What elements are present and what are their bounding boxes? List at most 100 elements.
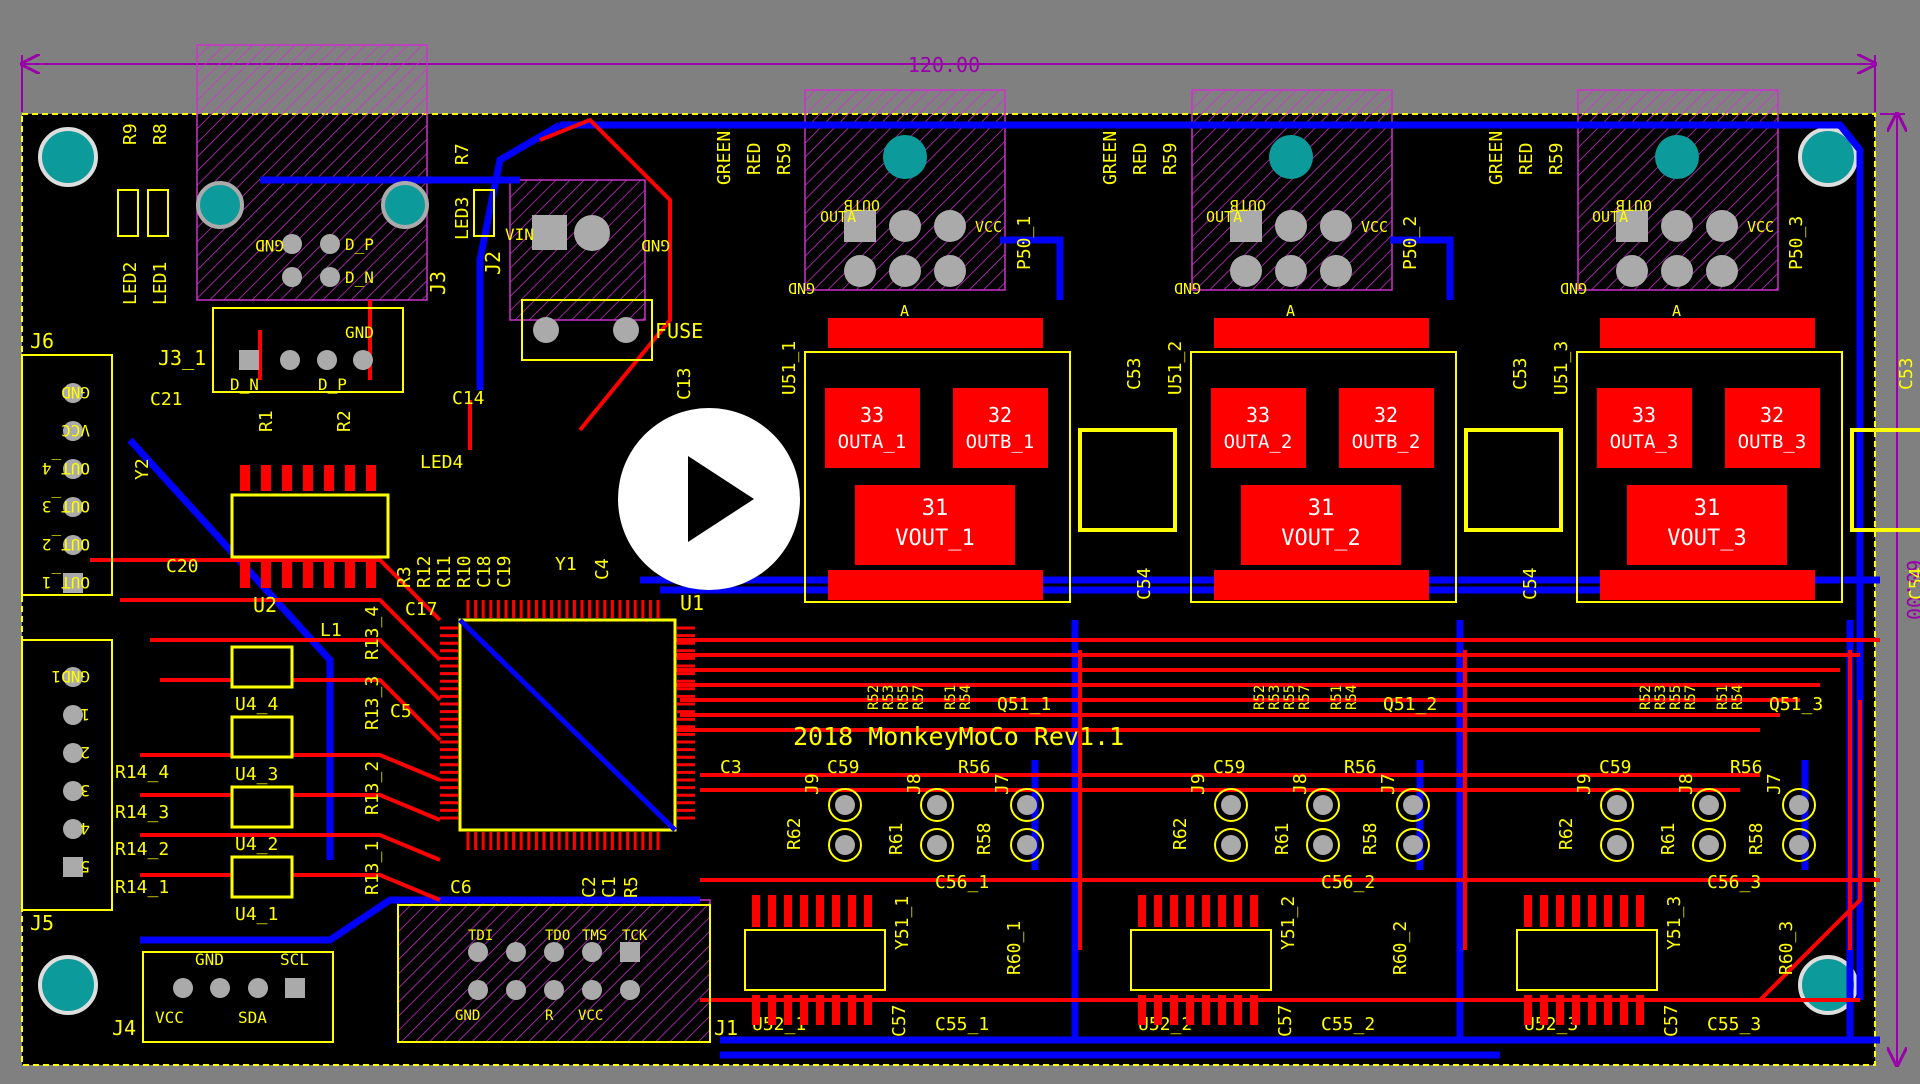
label-c56: C56_2 bbox=[1321, 872, 1375, 893]
pad-label-vout: VOUT_2 bbox=[1281, 526, 1360, 551]
label-r60: R60_2 bbox=[1390, 921, 1411, 975]
label-outa: OUTA bbox=[820, 208, 856, 226]
label-c17: C17 bbox=[405, 599, 438, 620]
header-pad bbox=[844, 255, 876, 287]
label-c6: C6 bbox=[450, 877, 472, 898]
pad-label-outb: OUTB_1 bbox=[966, 431, 1035, 453]
jumper-outline bbox=[1782, 788, 1816, 822]
u52-pin bbox=[1524, 995, 1532, 1025]
top-copper-traces bbox=[90, 117, 1880, 1002]
label-l1: L1 bbox=[320, 620, 342, 641]
u52-pin bbox=[1540, 995, 1548, 1025]
jumper-pad bbox=[1403, 835, 1423, 855]
jumper-outline bbox=[1600, 788, 1634, 822]
u52-pin bbox=[1202, 895, 1210, 927]
label-p50: P50_2 bbox=[1400, 216, 1421, 270]
pad-label-outa: OUTA_3 bbox=[1610, 431, 1679, 453]
label-outa: OUTA bbox=[1592, 208, 1628, 226]
mount-pad bbox=[1655, 135, 1699, 179]
jumper-outline bbox=[1396, 788, 1430, 822]
jumper-pad bbox=[1607, 835, 1627, 855]
jumper-outline bbox=[828, 828, 862, 862]
connector-j2: GND VIN J2 bbox=[481, 215, 670, 275]
label-c53: C53 bbox=[1896, 357, 1917, 390]
label-r52: R52 bbox=[1252, 685, 1268, 710]
label-c53: C53 bbox=[1124, 357, 1145, 390]
u52-pin bbox=[848, 995, 856, 1025]
u52-pin bbox=[752, 995, 760, 1025]
label-gnd: GND bbox=[1560, 279, 1587, 297]
label-c55: C55_3 bbox=[1707, 1014, 1761, 1035]
label-r54: R54 bbox=[1730, 685, 1746, 710]
pad-label-vout: VOUT_1 bbox=[895, 526, 974, 551]
j5-pin-label: GND1 bbox=[51, 667, 90, 686]
label-r55: R55 bbox=[1282, 685, 1298, 710]
label-vcc: VCC bbox=[975, 218, 1002, 236]
label-r14-1: R14_1 bbox=[115, 877, 169, 898]
label-c53: C53 bbox=[1510, 357, 1531, 390]
dimension-height: 60.00 bbox=[1880, 114, 1920, 1065]
jumper-pad bbox=[927, 795, 947, 815]
label-c13: C13 bbox=[674, 367, 695, 400]
label-j8: J8 bbox=[1290, 773, 1311, 795]
u52-pin bbox=[832, 995, 840, 1025]
header-pad bbox=[1616, 210, 1648, 242]
u52-outline bbox=[1130, 929, 1272, 991]
jumper-pad bbox=[1017, 795, 1037, 815]
u52-pin bbox=[1218, 995, 1226, 1025]
label-p50: P50_1 bbox=[1014, 216, 1035, 270]
jumper-pad bbox=[1699, 835, 1719, 855]
label-r51: R51 bbox=[943, 685, 959, 710]
u52-pin bbox=[752, 895, 760, 927]
label-r56: R56 bbox=[958, 757, 991, 778]
label-r61: R61 bbox=[886, 822, 907, 855]
connector-j3-1: GND D_N D_P J3_1 bbox=[158, 307, 404, 394]
label-j3: J3 bbox=[426, 271, 450, 295]
cap-outline bbox=[1850, 428, 1920, 532]
u52-pin bbox=[1186, 895, 1194, 927]
label-a: A bbox=[900, 302, 909, 320]
play-button[interactable] bbox=[618, 408, 800, 590]
j6-pin-label: OUT_3 bbox=[42, 497, 90, 516]
u52-pin bbox=[1234, 895, 1242, 927]
j6-pin-label: OUT_1 bbox=[42, 573, 90, 592]
driver-pins-bottom bbox=[1214, 570, 1429, 600]
label-j7: J7 bbox=[992, 773, 1013, 795]
label-c54: C54 bbox=[1906, 567, 1920, 600]
label-u52: U52_2 bbox=[1138, 1014, 1192, 1035]
label-j2-gnd: GND bbox=[641, 236, 670, 255]
label-j5: J5 bbox=[30, 911, 54, 935]
cap-outline bbox=[1464, 428, 1563, 532]
label-q51: Q51_3 bbox=[1769, 694, 1823, 715]
label-j1-tms: TMS bbox=[582, 928, 607, 944]
play-icon bbox=[688, 456, 754, 542]
label-outa: OUTA bbox=[1206, 208, 1242, 226]
label-c56: C56_3 bbox=[1707, 872, 1761, 893]
u52-pin bbox=[848, 895, 856, 927]
pad-number-32: 32 bbox=[1374, 403, 1398, 427]
u52-pin bbox=[768, 995, 776, 1025]
jumper-outline bbox=[1692, 828, 1726, 862]
label-u4-4: U4_4 bbox=[235, 694, 278, 715]
label-r58: R58 bbox=[1360, 822, 1381, 855]
label-q51: Q51_2 bbox=[1383, 694, 1437, 715]
u52-pin bbox=[1234, 995, 1242, 1025]
label-y51: Y51_3 bbox=[1664, 896, 1685, 950]
optocoupler-group: U4_4 U4_3 U4_2 U4_1 R14_4 R14_3 R14_2 R1… bbox=[115, 606, 383, 925]
j5-pin bbox=[63, 781, 83, 801]
label-r1: R1 bbox=[256, 410, 277, 432]
label-led1: LED1 bbox=[150, 262, 171, 305]
label-y1: Y1 bbox=[555, 554, 577, 575]
jumper-pad bbox=[1017, 835, 1037, 855]
jumper-pad bbox=[1221, 835, 1241, 855]
j1-pin bbox=[620, 980, 640, 1000]
label-c20: C20 bbox=[166, 556, 199, 577]
label-r56: R56 bbox=[1344, 757, 1377, 778]
jumper-outline bbox=[1306, 828, 1340, 862]
jumper-outline bbox=[1214, 788, 1248, 822]
label-j3-dp: D_P bbox=[345, 235, 374, 254]
label-r59: R59 bbox=[1160, 142, 1181, 175]
label-r8: R8 bbox=[150, 123, 171, 145]
driver-pins-top bbox=[828, 318, 1043, 348]
j5-pin bbox=[63, 857, 83, 877]
